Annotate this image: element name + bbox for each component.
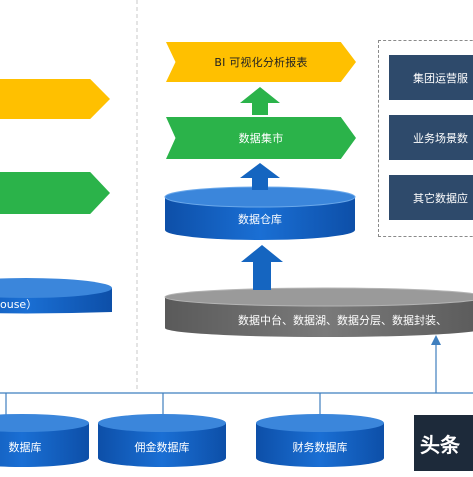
source-label-3: 财务数据库 xyxy=(292,441,348,454)
service-item-group-ops: 集团运营服 xyxy=(389,55,473,100)
services-group xyxy=(378,40,473,237)
left-warehouse-cylinder xyxy=(0,278,112,314)
toutiao-watermark: 头条 xyxy=(414,415,473,471)
data-source-bus xyxy=(0,340,473,420)
source-cylinder-1 xyxy=(0,414,89,467)
left-green-banner xyxy=(0,172,110,214)
left-warehouse-label: ouse） xyxy=(0,298,38,311)
source-cylinder-3 xyxy=(256,414,384,467)
warehouse-cylinder xyxy=(164,186,356,240)
source-label-2: 佣金数据库 xyxy=(134,441,190,454)
source-label-1: 数据库 xyxy=(8,441,42,454)
bi-report-label: BI 可视化分析报表 xyxy=(214,56,308,69)
datamart-label: 数据集市 xyxy=(238,132,284,145)
service-item-other-data: 其它数据应 xyxy=(389,175,473,220)
service-item-business-scene: 业务场景数 xyxy=(389,115,473,160)
arrow-warehouse-to-datamart xyxy=(240,163,280,190)
source-cylinder-2 xyxy=(98,414,226,467)
warehouse-label: 数据仓库 xyxy=(238,213,282,226)
bi-report-banner: BI 可视化分析报表 xyxy=(166,42,356,82)
datamart-banner: 数据集市 xyxy=(166,117,356,159)
arrow-datamart-to-bi xyxy=(240,87,280,115)
arrow-bus-to-platform xyxy=(431,335,441,345)
left-yellow-banner xyxy=(0,79,110,119)
arrow-platform-to-warehouse xyxy=(241,245,283,290)
data-platform-cylinder xyxy=(164,287,473,337)
data-platform-label: 数据中台、数据湖、数据分层、数据封装、 xyxy=(238,314,447,327)
